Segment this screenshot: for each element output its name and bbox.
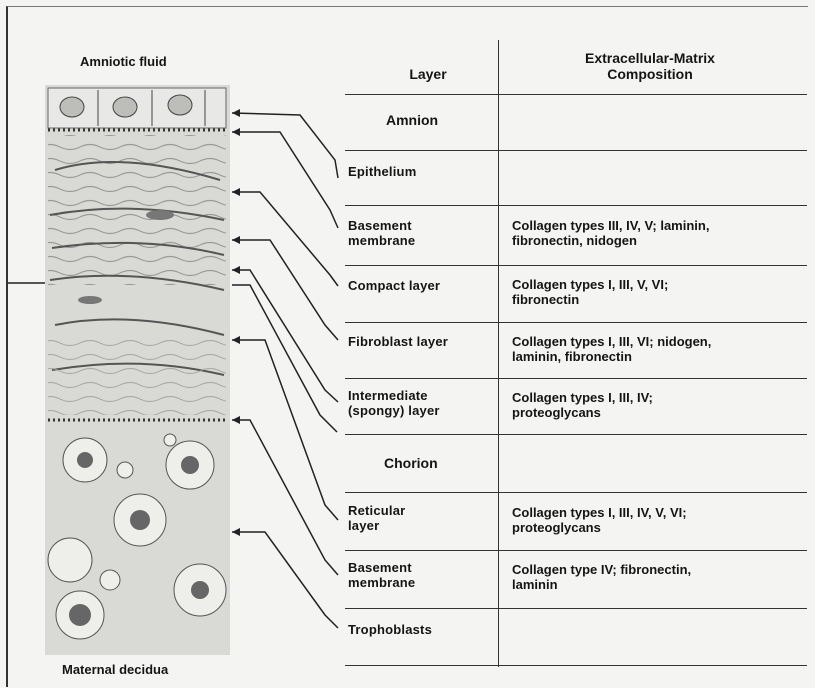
compact-fibers [48,135,226,285]
layer-label: Reticular layer [348,503,405,533]
header-layer: Layer [388,66,468,82]
composition-line: fibronectin [512,292,668,307]
header-composition: Extracellular-Matrix Composition [520,50,780,82]
composition-line: laminin, fibronectin [512,349,711,364]
composition-cell: Collagen types I, III, V, VI; fibronecti… [512,277,668,307]
header-rule [345,94,807,95]
layer-label-line: Epithelium [348,164,416,179]
pointer-lines [232,113,338,628]
spongy-layer [48,340,226,415]
pointer-arrowheads [232,109,240,536]
composition-line: Collagen types I, III, VI; nidogen, [512,334,711,349]
composition-line: fibronectin, nidogen [512,233,709,248]
layer-label-line: Basement [348,560,415,575]
layer-label-line: Basement [348,218,415,233]
composition-cell: Collagen types I, III, IV; proteoglycans [512,390,653,420]
layer-label: Basement membrane [348,218,415,248]
layer-label: Trophoblasts [348,622,432,637]
composition-line: Collagen types III, IV, V; laminin, [512,218,709,233]
composition-line: proteoglycans [512,520,687,535]
layer-label-line: membrane [348,233,415,248]
column-divider [498,40,499,667]
layer-label-line: Fibroblast layer [348,334,448,349]
composition-line: Collagen types I, III, V, VI; [512,277,668,292]
layer-label-line: (spongy) layer [348,403,440,418]
row-rule [345,378,807,379]
composition-line: laminin [512,577,691,592]
layer-label-line: layer [348,518,405,533]
layer-label: Intermediate (spongy) layer [348,388,440,418]
composition-line: Collagen types I, III, IV; [512,390,653,405]
bottom-rule [345,665,807,666]
layer-label-line: Intermediate [348,388,440,403]
section-rule [345,434,807,435]
row-rule [345,150,807,151]
row-rule [345,322,807,323]
layer-label: Basement membrane [348,560,415,590]
composition-line: proteoglycans [512,405,653,420]
composition-line: Collagen types I, III, IV, V, VI; [512,505,687,520]
row-rule [345,265,807,266]
top-caption: Amniotic fluid [80,54,167,69]
layer-label-line: membrane [348,575,415,590]
layer-label-line: Reticular [348,503,405,518]
composition-cell: Collagen types III, IV, V; laminin, fibr… [512,218,709,248]
row-rule [345,608,807,609]
row-rule [345,492,807,493]
layer-label-line: Compact layer [348,278,440,293]
layer-label-line: Trophoblasts [348,622,432,637]
section-chorion: Chorion [384,455,438,471]
layer-label: Compact layer [348,278,440,293]
header-composition-line1: Extracellular-Matrix [520,50,780,66]
layer-label: Fibroblast layer [348,334,448,349]
bottom-caption: Maternal decidua [62,662,168,677]
fibroblast-nucleus [146,210,174,220]
composition-cell: Collagen types I, III, VI; nidogen, lami… [512,334,711,364]
row-rule [345,550,807,551]
section-amnion: Amnion [386,112,438,128]
composition-cell: Collagen types I, III, IV, V, VI; proteo… [512,505,687,535]
composition-cell: Collagen type IV; fibronectin, laminin [512,562,691,592]
composition-line: Collagen type IV; fibronectin, [512,562,691,577]
layer-label: Epithelium [348,164,416,179]
header-composition-line2: Composition [520,66,780,82]
row-rule [345,205,807,206]
